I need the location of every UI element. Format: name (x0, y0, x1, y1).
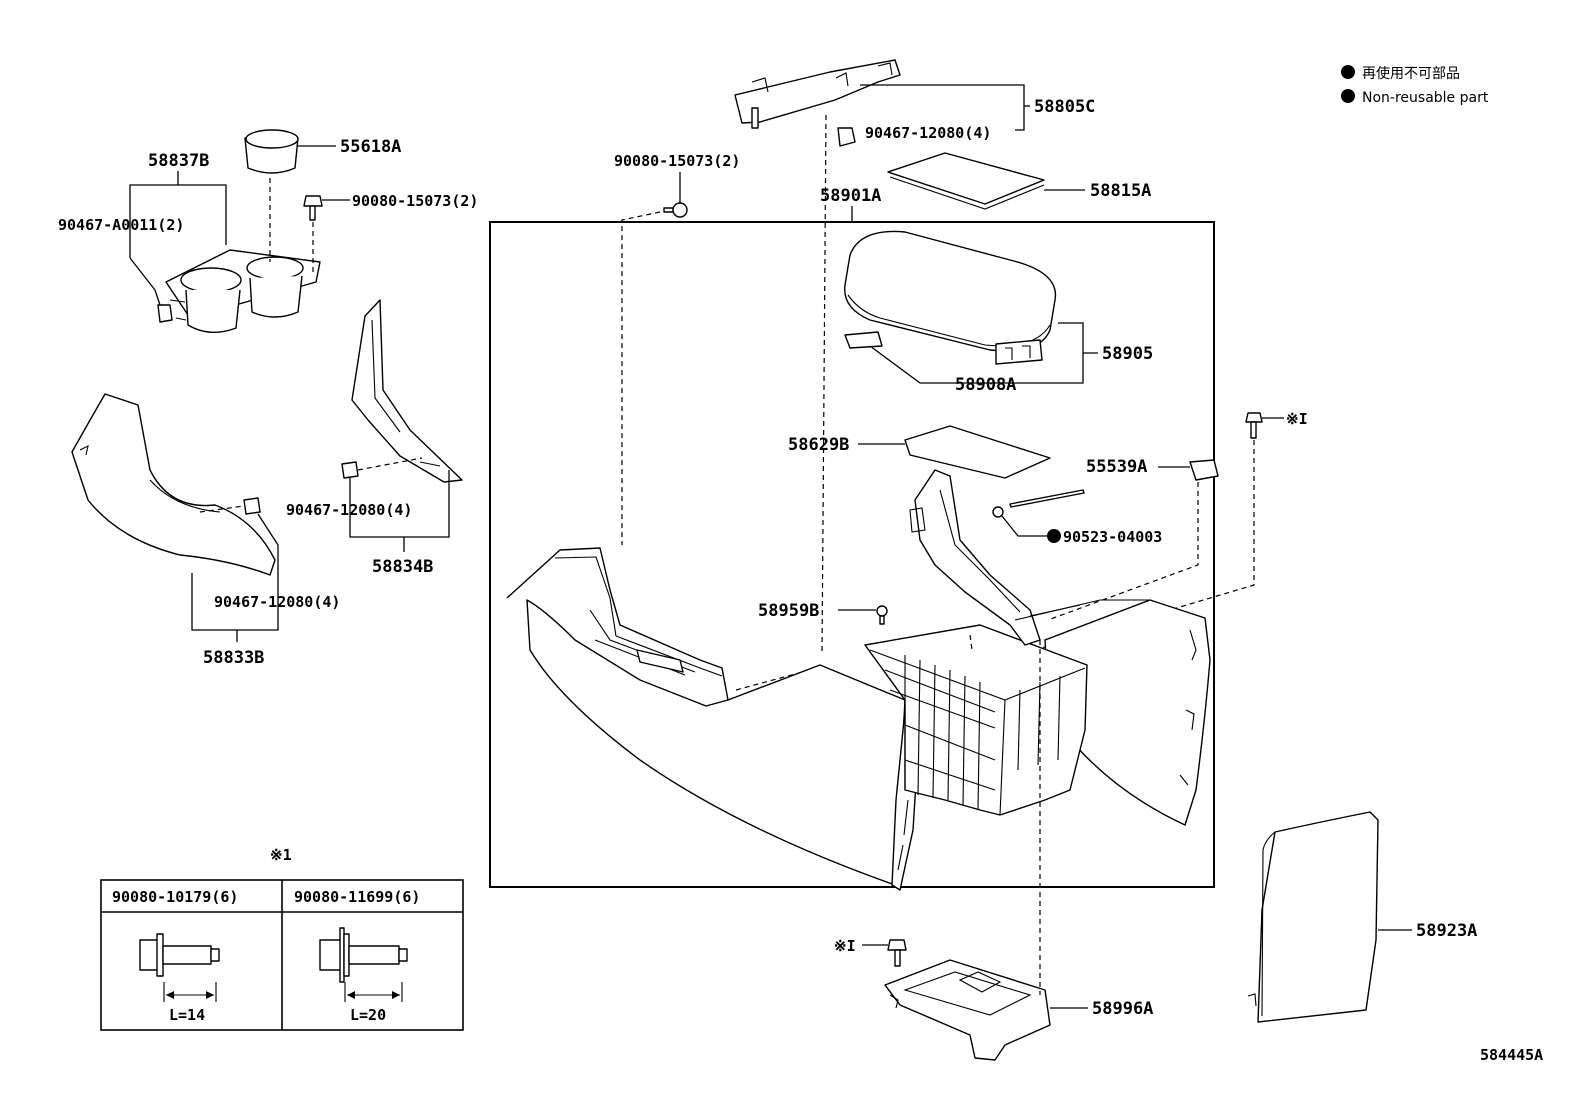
note-mark-right: ※I (1286, 410, 1308, 428)
bolt-l14-icon (139, 933, 220, 977)
label-58837B: 58837B (148, 151, 209, 171)
clip-90467-12080-top (837, 127, 856, 147)
side-trim-58834B (351, 299, 463, 483)
label-90467-A0011: 90467-A0011(2) (58, 216, 184, 234)
label-58908A: 58908A (955, 375, 1016, 395)
label-58834B: 58834B (372, 557, 433, 577)
bolt-right-length: L=20 (350, 1006, 386, 1024)
side-trim-58833B (71, 393, 276, 576)
strip-part (1009, 489, 1085, 508)
bolt-right-spec: 90080-11699(6) (294, 888, 420, 906)
label-90080-15073-left: 90080-15073(2) (352, 192, 478, 210)
label-58905: 58905 (1102, 344, 1153, 364)
label-90467-12080-right: 90467-12080(4) (286, 501, 412, 519)
clip-90467-12080-right-icon (341, 461, 359, 479)
screw-90080-15073-mid-icon (663, 202, 688, 218)
armrest-lid-58905 (844, 230, 1057, 365)
label-90080-15073-mid: 90080-15073(2) (614, 152, 740, 170)
label-58996A: 58996A (1092, 999, 1153, 1019)
note-mark-bottom: ※I (834, 937, 856, 955)
label-55539A: 55539A (1086, 457, 1147, 477)
label-58923A: 58923A (1416, 921, 1477, 941)
non-reusable-dot-icon (1047, 529, 1061, 543)
hinge-58908A (844, 331, 883, 349)
label-58815A: 58815A (1090, 181, 1151, 201)
legend: 再使用不可部品 Non-reusable part (1341, 65, 1489, 106)
end-panel-58923A (1247, 811, 1379, 1023)
cup-holder-58837B (165, 249, 321, 333)
label-55618A: 55618A (340, 137, 401, 157)
non-reusable-dot-icon (1341, 65, 1355, 79)
bolt-spec-table: ※1 90080-10179(6) 90080-11699(6) L=14 (100, 846, 464, 1031)
mat-58629B (904, 425, 1051, 479)
bolt-l20-icon (319, 927, 408, 983)
clip-90523-04003-icon (992, 506, 1004, 518)
legend-en: Non-reusable part (1362, 90, 1489, 106)
non-reusable-dot-icon (1341, 89, 1355, 103)
label-58901A: 58901A (820, 186, 881, 206)
label-90467-12080-left: 90467-12080(4) (214, 593, 340, 611)
bolt-bottom-icon (887, 939, 907, 967)
screw-90080-15073-left-icon (303, 195, 323, 221)
label-58805C: 58805C (1034, 97, 1095, 117)
bolt-right-icon (1245, 412, 1263, 439)
cap-55539A (1189, 459, 1219, 481)
label-58629B: 58629B (788, 435, 849, 455)
console-body (506, 469, 1211, 891)
pad-58815A (887, 152, 1045, 205)
upper-panel-58805C (734, 59, 901, 129)
label-58833B: 58833B (203, 648, 264, 668)
screw-58959B-icon (876, 605, 888, 625)
label-90467-12080-top: 90467-12080(4) (865, 124, 991, 142)
bolt-left-spec: 90080-10179(6) (112, 888, 238, 906)
cup-insert-55618A (244, 129, 299, 174)
legend-jp: 再使用不可部品 (1362, 65, 1460, 82)
note-mark-table: ※1 (270, 846, 292, 864)
bracket-58996A (884, 959, 1051, 1061)
clip-90467-12080-left-icon (243, 497, 261, 515)
bolt-left-length: L=14 (169, 1006, 205, 1024)
label-58959B: 58959B (758, 601, 819, 621)
label-90523-04003: 90523-04003 (1063, 528, 1162, 546)
figure-code: 584445A (1480, 1046, 1543, 1064)
